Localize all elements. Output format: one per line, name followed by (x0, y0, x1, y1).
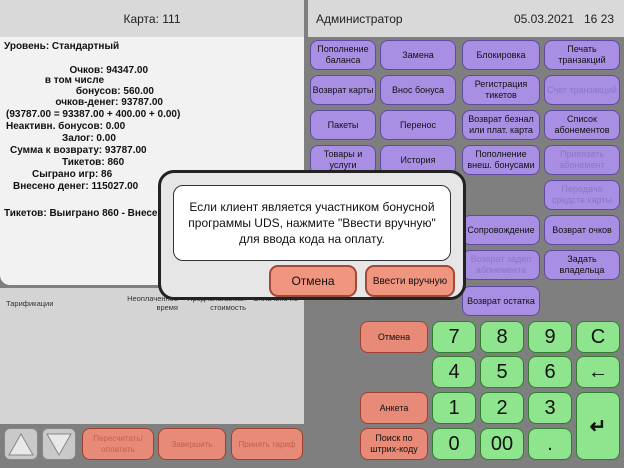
link-subscription-button[interactable]: Привязать абонемент (544, 145, 620, 175)
col-tariffs: Тарификации (6, 299, 54, 308)
arrow-up-icon (8, 432, 34, 456)
info-games: Сыграно игр: 86 (32, 169, 113, 180)
return-points-button[interactable]: Возврат очков (544, 215, 620, 245)
replace-button[interactable]: Замена (380, 40, 456, 70)
card-info-panel: Уровень: Стандартный Очков: 94347.00 в т… (0, 37, 304, 285)
info-money-points: очков-денег: 93787.00 (55, 97, 163, 108)
key-0[interactable]: 0 (432, 428, 476, 460)
cashless-return-button[interactable]: Возврат безнал или плат. карта (462, 110, 540, 140)
return-card-button[interactable]: Возврат карты (310, 75, 376, 105)
key-1[interactable]: 1 (432, 392, 476, 424)
tickets-summary: Тикетов: Выиграно 860 - Внесе (4, 208, 158, 219)
info-incl: в том числе (44, 75, 104, 86)
dialog-cancel-button[interactable]: Отмена (269, 265, 357, 297)
time-label: 16 23 (583, 12, 614, 26)
date-label: 05.03.2021 (513, 12, 574, 26)
subscriptions-list-button[interactable]: Список абонементов (544, 110, 620, 140)
key-backspace[interactable]: ← (576, 356, 620, 388)
set-owner-button[interactable]: Задать владельца (544, 250, 620, 280)
info-tickets: Тикетов: 860 (62, 157, 125, 168)
print-transactions-button[interactable]: Печать транзакций (544, 40, 620, 70)
uds-dialog: Если клиент является участником бонусной… (158, 170, 466, 300)
arrow-down-icon (46, 433, 72, 457)
info-points: Очков: 94347.00 (69, 65, 148, 76)
packages-button[interactable]: Пакеты (310, 110, 376, 140)
transaction-account-button[interactable]: Счет транзакций (544, 75, 620, 105)
scroll-up-button[interactable] (4, 428, 38, 460)
tariff-table: Тарификации Неоплаченное время Предполаг… (0, 288, 304, 424)
block-button[interactable]: Блокировка (462, 40, 540, 70)
external-bonus-button[interactable]: Пополнение внеш. бонусами (462, 145, 540, 175)
accept-tariff-button[interactable]: Принять тариф (231, 428, 303, 460)
key-7[interactable]: 7 (432, 321, 476, 353)
key-5[interactable]: 5 (480, 356, 524, 388)
info-deposited: Внесено денег: 115027.00 (13, 181, 139, 192)
scroll-down-button[interactable] (42, 428, 76, 460)
key-2[interactable]: 2 (480, 392, 524, 424)
top-bar: Администратор 05.03.2021 16 23 (308, 0, 624, 37)
transfer-funds-button[interactable]: Передача средств карты (544, 180, 620, 210)
escort-button[interactable]: Сопровождение (462, 215, 540, 245)
level-text: Уровень: Стандартный (4, 41, 120, 52)
finish-button[interactable]: Завершить (158, 428, 226, 460)
info-formula: (93787.00 = 93387.00 + 400.00 + 0.00) (6, 109, 181, 120)
key-3[interactable]: 3 (528, 392, 572, 424)
key-8[interactable]: 8 (480, 321, 524, 353)
add-bonus-button[interactable]: Внос бонуса (380, 75, 456, 105)
info-deposit: Залог: 0.00 (62, 133, 116, 144)
top-up-balance-button[interactable]: Пополнение баланса (310, 40, 376, 70)
survey-button[interactable]: Анкета (360, 392, 428, 424)
key-00[interactable]: 00 (480, 428, 524, 460)
key-4[interactable]: 4 (432, 356, 476, 388)
key-9[interactable]: 9 (528, 321, 572, 353)
card-label: Карта: 111 (123, 11, 181, 26)
card-header: Карта: 111 (0, 0, 304, 37)
user-label: Администратор (316, 12, 403, 26)
transfer-button[interactable]: Перенос (380, 110, 456, 140)
key-dot[interactable]: . (528, 428, 572, 460)
manual-entry-button[interactable]: Ввести вручную (365, 265, 455, 297)
info-inactive-bonuses: Неактивн. бонусов: 0.00 (6, 121, 126, 132)
key-6[interactable]: 6 (528, 356, 572, 388)
recalc-pay-button[interactable]: Пересчитать/ оплатить (82, 428, 154, 460)
info-bonuses: бонусов: 560.00 (75, 86, 154, 97)
info-refund: Сумма к возврату: 93787.00 (10, 145, 147, 156)
key-enter[interactable]: ↵ (576, 392, 620, 460)
register-tickets-button[interactable]: Регистрация тикетов (462, 75, 540, 105)
return-subscription-button[interactable]: Возврат задел абонемента (462, 250, 540, 280)
key-clear[interactable]: C (576, 321, 620, 353)
cancel-button[interactable]: Отмена (360, 321, 428, 353)
return-remainder-button[interactable]: Возврат остатка (462, 286, 540, 316)
barcode-search-button[interactable]: Поиск по штрих-коду (360, 428, 428, 460)
dialog-message: Если клиент является участником бонусной… (173, 185, 451, 261)
col-unpaid-time: Неоплаченное время (127, 294, 178, 312)
